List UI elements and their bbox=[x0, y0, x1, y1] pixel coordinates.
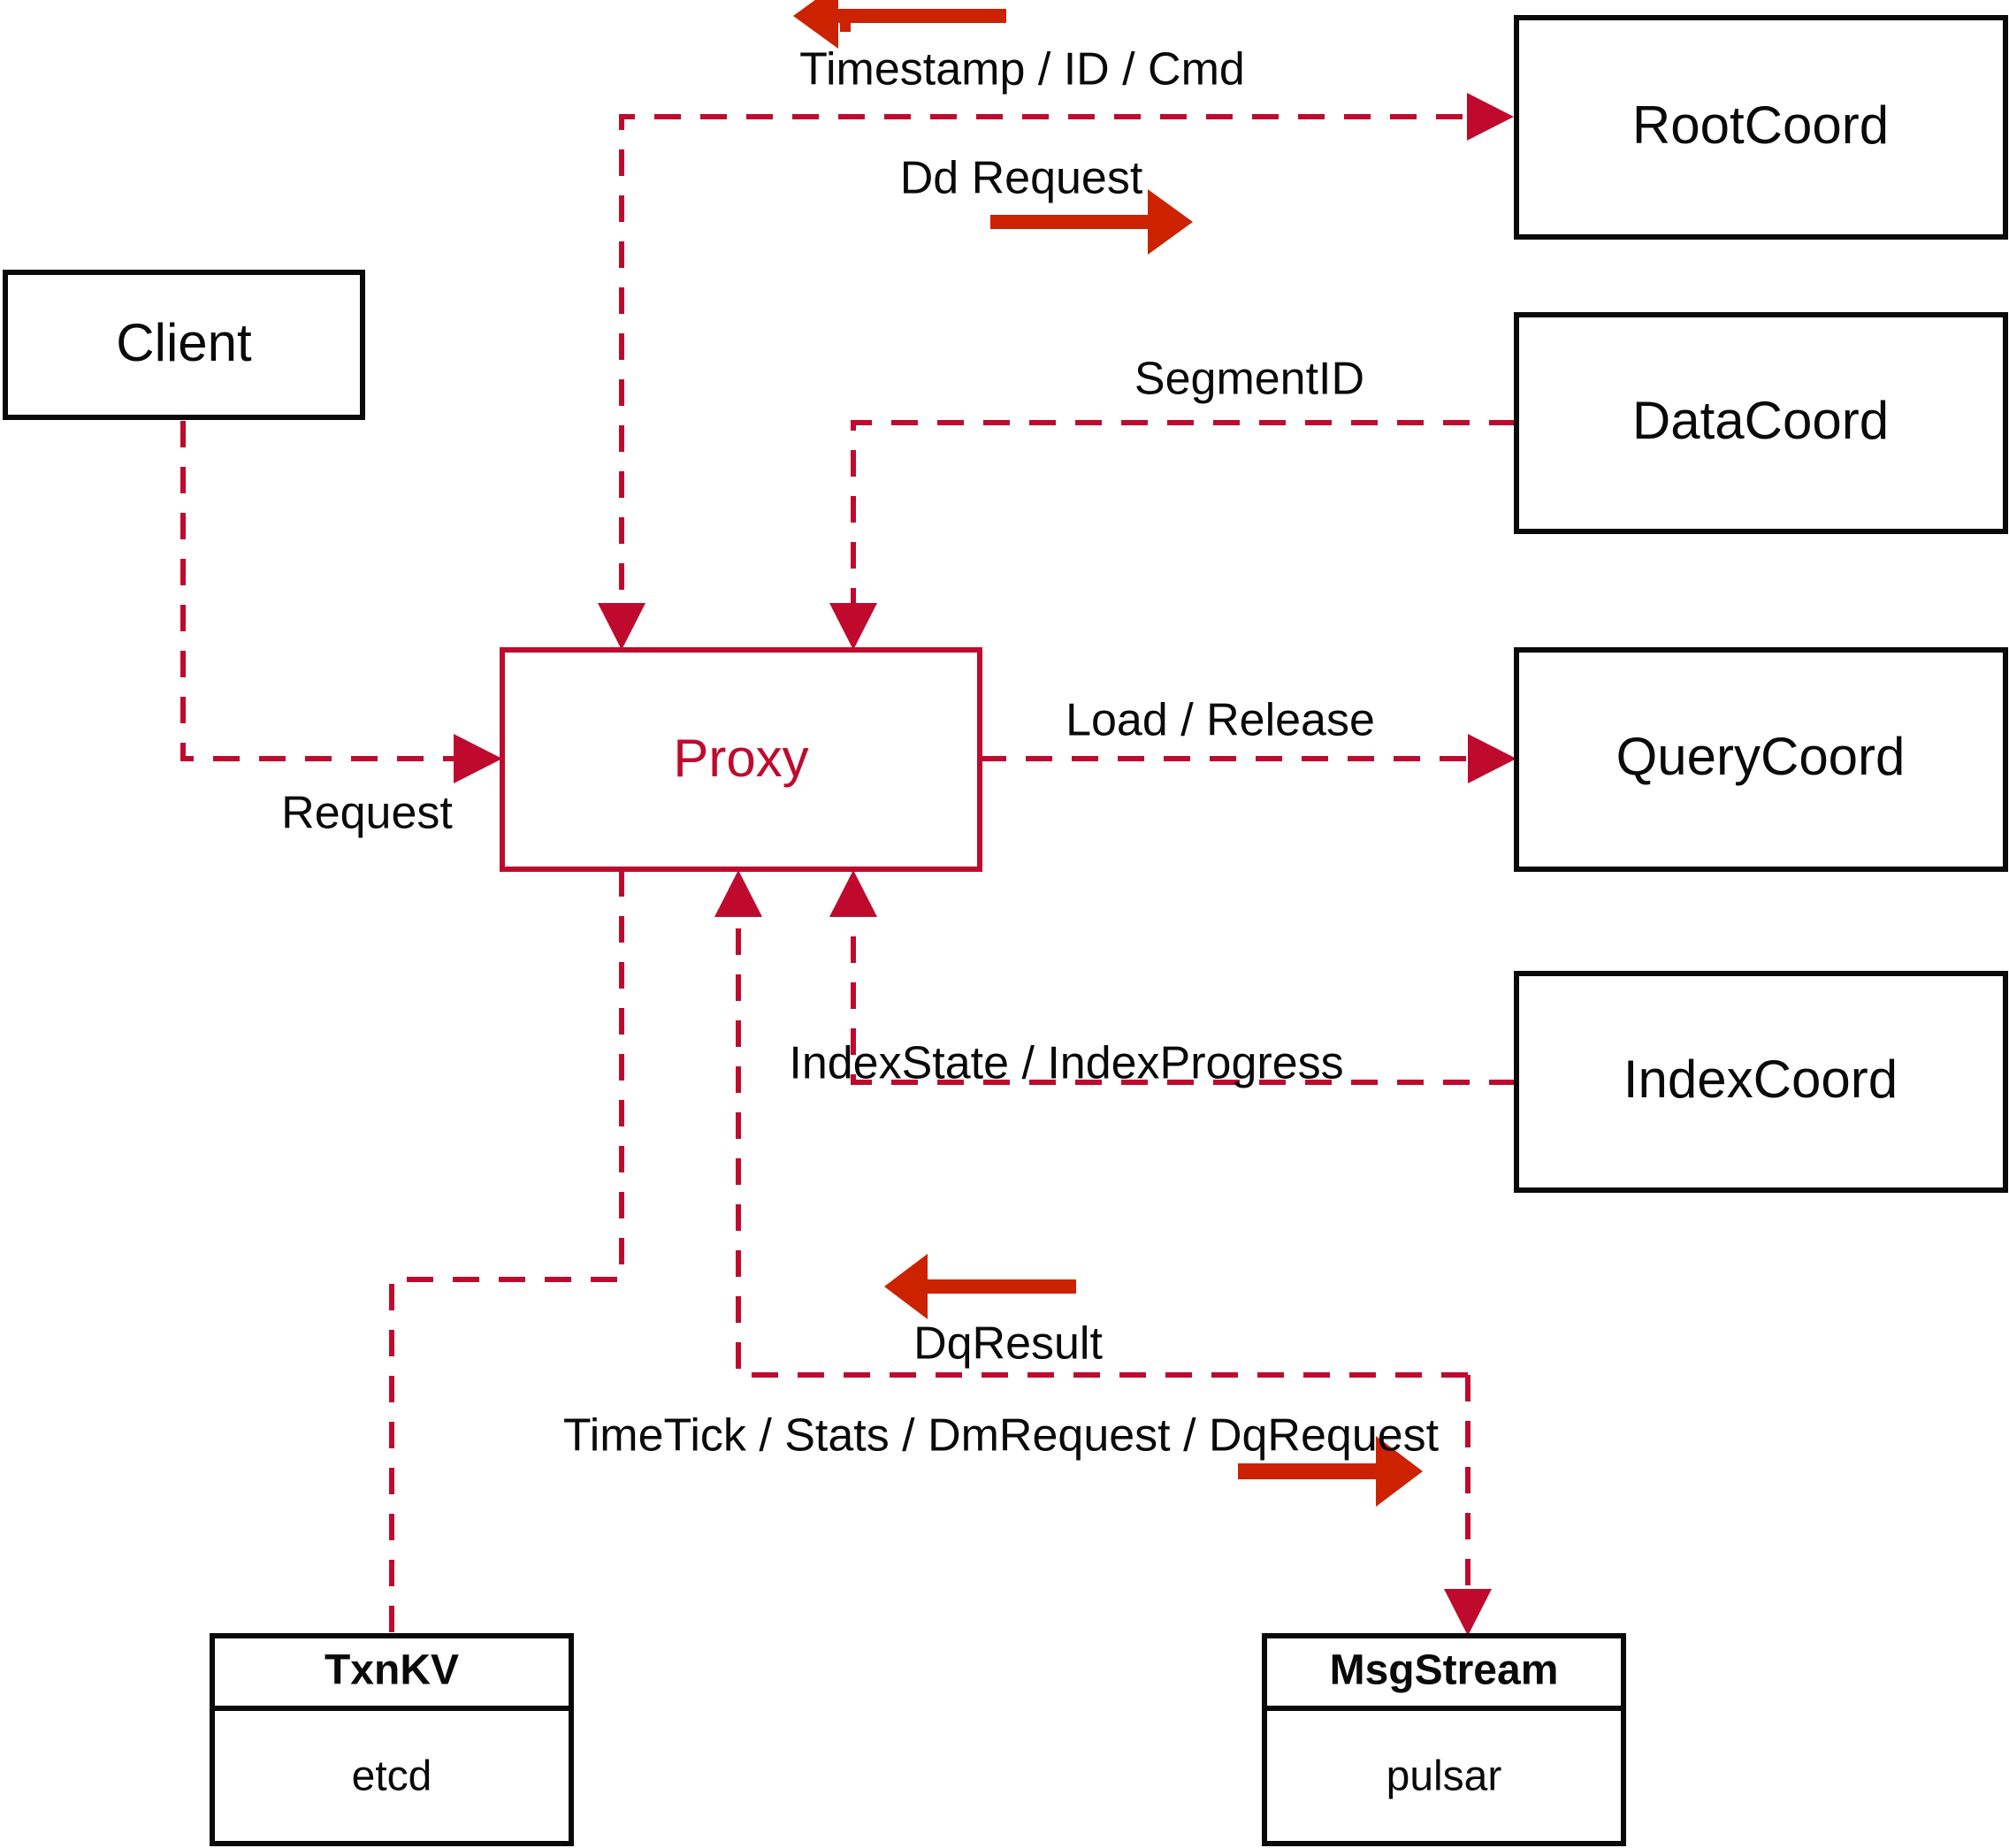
node-proxy-label: Proxy bbox=[673, 729, 808, 788]
node-proxy[interactable]: Proxy bbox=[500, 647, 982, 872]
flow-arrow-timetick bbox=[1238, 1436, 1423, 1507]
node-root-coord-label: RootCoord bbox=[1632, 95, 1889, 155]
edge-label-segment-id: SegmentID bbox=[1134, 354, 1364, 405]
edge-label-load-release: Load / Release bbox=[1066, 695, 1375, 746]
edge-label-request: Request bbox=[281, 788, 453, 839]
edge-segment-id bbox=[829, 420, 1516, 650]
edge-proxy-txnkv bbox=[389, 870, 624, 1636]
node-txnkv-title: TxnKV bbox=[325, 1647, 459, 1694]
node-index-coord-label: IndexCoord bbox=[1623, 1050, 1898, 1109]
node-txnkv[interactable]: TxnKV etcd bbox=[210, 1633, 574, 1846]
edge-label-timestamp-id-cmd: Timestamp / ID / Cmd bbox=[799, 44, 1245, 95]
edge-dq-result bbox=[714, 870, 1468, 1378]
node-client-label: Client bbox=[116, 313, 252, 372]
node-root-coord[interactable]: RootCoord bbox=[1514, 15, 2008, 240]
flow-arrow-dq-result bbox=[884, 1254, 1076, 1319]
node-data-coord[interactable]: DataCoord bbox=[1514, 312, 2008, 534]
node-data-coord-label: DataCoord bbox=[1632, 391, 1889, 450]
node-query-coord[interactable]: QueryCoord bbox=[1514, 647, 2008, 872]
node-msgstream-title: MsgStream bbox=[1330, 1647, 1559, 1694]
node-txnkv-impl: etcd bbox=[352, 1753, 432, 1800]
flow-arrow-dd-request bbox=[990, 189, 1193, 255]
edge-label-timetick-stats-dmrequest-dqrequest: TimeTick / Stats / DmRequest / DqRequest bbox=[563, 1410, 1440, 1462]
node-client[interactable]: Client bbox=[3, 270, 365, 420]
edge-request bbox=[180, 421, 502, 783]
edge-label-dq-result: DqResult bbox=[913, 1318, 1103, 1370]
edge-timetick-stats-dmrequest-dqrequest bbox=[1444, 1375, 1492, 1636]
node-query-coord-label: QueryCoord bbox=[1616, 727, 1906, 786]
node-msgstream[interactable]: MsgStream pulsar bbox=[1262, 1633, 1626, 1846]
node-msgstream-impl: pulsar bbox=[1386, 1753, 1502, 1800]
edge-index-state-progress bbox=[829, 870, 1516, 1085]
flow-arrow-timestamp-id-cmd bbox=[793, 0, 1006, 49]
edge-label-dd-request: Dd Request bbox=[900, 153, 1143, 204]
edge-load-release bbox=[980, 734, 1516, 783]
edge-timestamp-id-cmd bbox=[598, 114, 1509, 650]
node-index-coord[interactable]: IndexCoord bbox=[1514, 971, 2008, 1193]
edge-label-index-state-progress: IndexState / IndexProgress bbox=[789, 1038, 1343, 1089]
edge-dd-request-head bbox=[1467, 93, 1514, 141]
